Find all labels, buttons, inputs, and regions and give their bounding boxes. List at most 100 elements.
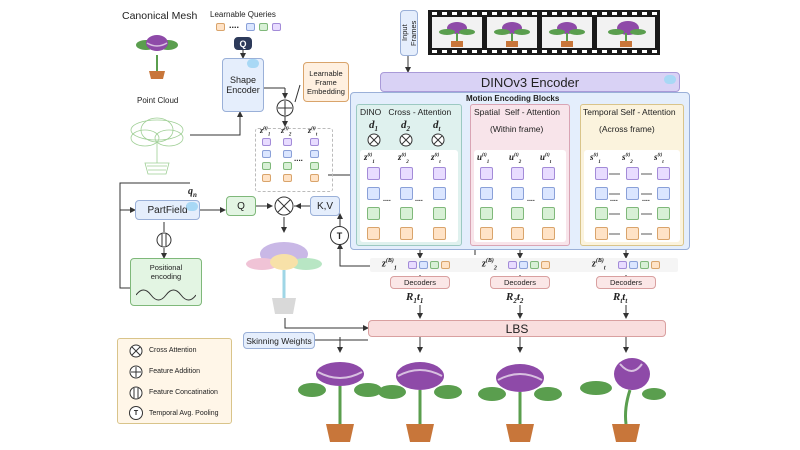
lbs-label: LBS: [505, 321, 529, 336]
temporal-pooling-icon: T: [129, 406, 143, 420]
u-label: u(t)1: [477, 152, 490, 165]
temporal-pooling-icon: T: [330, 226, 349, 245]
cross-attention-icon: [274, 196, 294, 216]
dino-token: [367, 167, 380, 180]
across-frame-label: (Across frame): [599, 124, 655, 134]
temporal-token: [595, 207, 608, 220]
z1-label: z(t)1: [260, 126, 271, 138]
spatial-token: [511, 207, 524, 220]
z-label: z(t)t: [431, 152, 441, 165]
d1-label: d1: [369, 119, 378, 134]
zb1-label: z(B)1: [382, 258, 397, 272]
frame-plant-icon: [494, 22, 530, 47]
decoder-box-1: Decoders: [390, 276, 450, 289]
temporal-token: [626, 187, 639, 200]
temporal-token: [595, 167, 608, 180]
spatial-token: [480, 187, 493, 200]
z-token: [262, 138, 271, 146]
temporal-ellipsis: ....: [642, 196, 650, 203]
zb-token: [541, 261, 550, 269]
zb-token: [430, 261, 439, 269]
temporal-token: [595, 227, 608, 240]
s-label: s(t)t: [654, 152, 664, 165]
temporal-self-attention-label: Temporal Self - Attention: [583, 107, 676, 117]
temporal-token: [657, 207, 670, 220]
u-label: u(t)t: [540, 152, 552, 165]
legend-temporal-pooling: Temporal Avg. Pooling: [149, 410, 219, 417]
z-token: [283, 150, 292, 158]
snowflake-icon: [247, 59, 259, 68]
dt-label: dt: [433, 119, 441, 134]
dino-token: [433, 207, 446, 220]
dino-token: [433, 227, 446, 240]
skinning-weights-box: Skinning Weights: [243, 332, 315, 349]
spatial-ellipsis: ....: [527, 196, 535, 203]
cross-attention-icon: [399, 133, 413, 147]
point-cloud-icon: [130, 117, 184, 175]
zb-token: [629, 261, 638, 269]
z-label: z(t)1: [364, 152, 375, 165]
frame-plant-icon: [439, 22, 475, 47]
output-plant-icon: [298, 362, 382, 442]
partfield-label: PartField: [147, 204, 188, 216]
zb2-label: z(B)2: [482, 258, 497, 272]
z-token: [310, 138, 319, 146]
z-token: [310, 162, 319, 170]
dino-cross-attention-label: DINO Cross - Attention: [360, 107, 452, 117]
z-token: [262, 174, 271, 182]
learnable-frame-embedding-box: Learnable Frame Embedding: [303, 62, 349, 102]
query-token: [272, 23, 281, 31]
spatial-token: [542, 227, 555, 240]
temporal-token: [626, 227, 639, 240]
z-token: [310, 174, 319, 182]
z2-label: z(t)2: [281, 126, 292, 138]
zb-token: [441, 261, 450, 269]
temporal-token: [657, 187, 670, 200]
rttt-label: Rttt: [613, 291, 628, 306]
motion-encoding-blocks-title: Motion Encoding Blocks: [466, 94, 560, 103]
input-frames-box: Input Frames: [400, 10, 418, 56]
spatial-token: [542, 207, 555, 220]
r1t1-label: R1t1: [406, 291, 424, 306]
dino-token: [400, 207, 413, 220]
shape-encoder-label: Shape Encoder: [226, 75, 260, 95]
learnable-frame-embedding-label: Learnable Frame Embedding: [307, 68, 345, 96]
partfield-box: PartField: [135, 200, 200, 220]
spatial-token: [511, 187, 524, 200]
z-token: [310, 150, 319, 158]
point-cloud-label: Point Cloud: [137, 96, 179, 105]
legend-feature-concat: Feature Concatination: [149, 389, 218, 396]
z-token: [283, 138, 292, 146]
dino-encoder-bar: DINOv3 Encoder: [380, 72, 680, 92]
spatial-token: [511, 167, 524, 180]
feature-addition-icon: [276, 99, 294, 117]
lbs-bar: LBS: [368, 320, 666, 337]
zt-label: z(t)t: [308, 126, 318, 138]
dino-token: [433, 167, 446, 180]
decoder-box-t: Decoders: [596, 276, 656, 289]
cross-attention-icon: [129, 344, 143, 358]
snowflake-icon: [664, 75, 676, 84]
z-token: [283, 174, 292, 182]
temporal-token: [626, 167, 639, 180]
dino-encoder-label: DINOv3 Encoder: [480, 74, 580, 90]
frame-plant-icon: [549, 22, 585, 47]
zb-token: [640, 261, 649, 269]
dino-token: [400, 167, 413, 180]
temporal-token: [626, 207, 639, 220]
output-plant-icon: [478, 364, 562, 442]
spatial-token: [542, 187, 555, 200]
z-token-column-panel: [255, 128, 333, 192]
temporal-arrows: [609, 173, 652, 235]
qn-label: qn: [188, 186, 197, 199]
frame-plant-icon: [608, 21, 646, 47]
query-token: [246, 23, 255, 31]
spatial-self-attention-label: Spatial Self - Attention: [474, 107, 560, 117]
temporal-token: [657, 167, 670, 180]
dino-token: [367, 227, 380, 240]
zb-token: [419, 261, 428, 269]
zbt-label: z(B)t: [592, 258, 606, 272]
spatial-token: [511, 227, 524, 240]
zb-token: [530, 261, 539, 269]
spatial-token: [480, 167, 493, 180]
